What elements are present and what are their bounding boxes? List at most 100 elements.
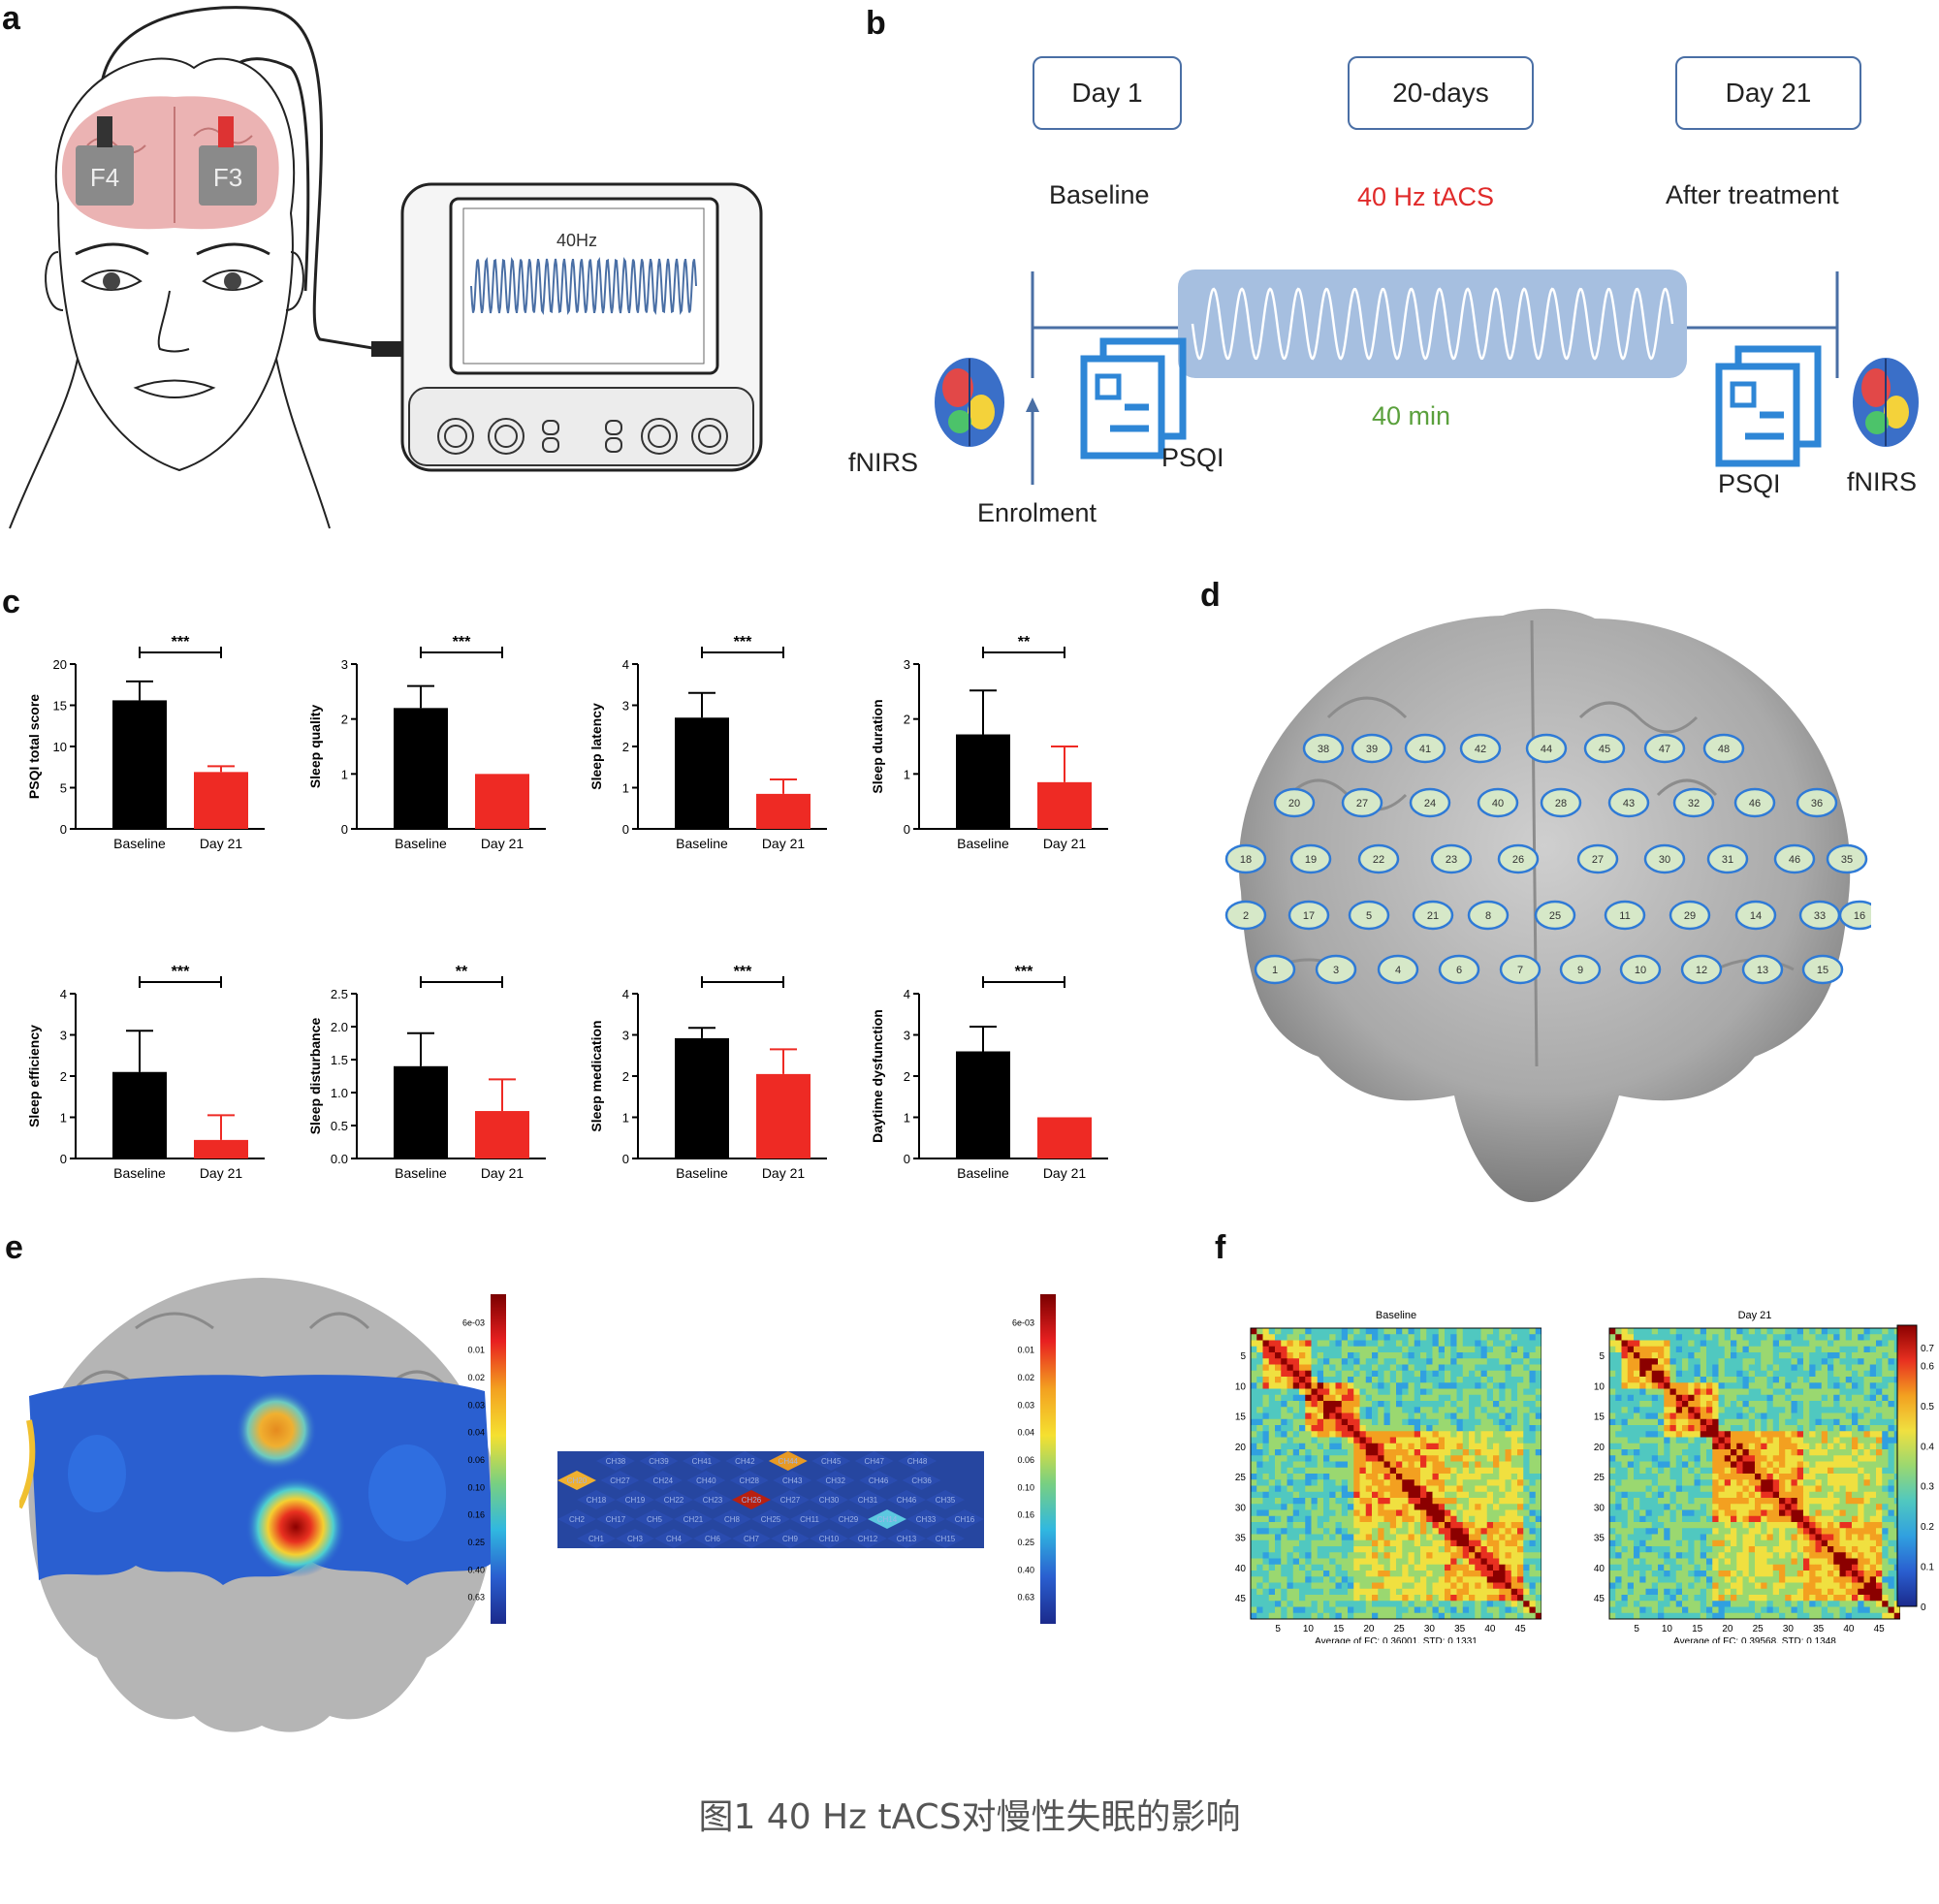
matrix-cell xyxy=(1341,1449,1349,1456)
matrix-cell xyxy=(1493,1601,1500,1607)
matrix-cell xyxy=(1645,1377,1653,1383)
matrix-cell xyxy=(1396,1606,1403,1614)
matrix-cell xyxy=(1359,1576,1367,1583)
matrix-cell xyxy=(1251,1515,1257,1523)
matrix-cell xyxy=(1761,1564,1767,1571)
channel-label: 19 xyxy=(1305,854,1317,866)
matrix-cell xyxy=(1523,1461,1530,1469)
matrix-cell xyxy=(1669,1595,1677,1602)
channel-marker xyxy=(1348,900,1390,931)
matrix-cell xyxy=(1268,1601,1276,1607)
matrix-cell xyxy=(1863,1539,1871,1547)
matrix-cell xyxy=(1292,1388,1300,1396)
matrix-cell xyxy=(1688,1552,1695,1559)
matrix-cell xyxy=(1639,1515,1646,1523)
matrix-cell xyxy=(1882,1522,1889,1529)
matrix-cell xyxy=(1761,1401,1767,1408)
matrix-cell xyxy=(1517,1334,1524,1341)
matrix-cell xyxy=(1766,1539,1774,1547)
matrix-cell xyxy=(1796,1515,1804,1523)
matrix-cell xyxy=(1742,1437,1750,1444)
matrix-cell xyxy=(1323,1455,1330,1462)
matrix-cell xyxy=(1438,1491,1446,1499)
matrix-cell xyxy=(1839,1491,1847,1499)
matrix-cell xyxy=(1305,1509,1312,1517)
matrix-cell xyxy=(1682,1352,1689,1359)
matrix-cell xyxy=(1700,1443,1707,1450)
matrix-cell xyxy=(1480,1485,1488,1493)
matrix-cell xyxy=(1700,1352,1707,1359)
matrix-cell xyxy=(1796,1528,1804,1535)
matrix-cell xyxy=(1353,1601,1360,1607)
matrix-cell xyxy=(1523,1412,1530,1420)
matrix-cell xyxy=(1615,1346,1622,1353)
matrix-cell xyxy=(1389,1474,1397,1480)
matrix-cell xyxy=(1323,1601,1330,1607)
matrix-cell xyxy=(1323,1571,1330,1577)
matrix-cell xyxy=(1396,1382,1403,1389)
matrix-cell xyxy=(1292,1522,1300,1529)
grid-cell-label: CH7 xyxy=(744,1535,760,1543)
matrix-cell xyxy=(1839,1388,1847,1396)
matrix-cell xyxy=(1414,1509,1421,1517)
matrix-cell xyxy=(1438,1407,1446,1413)
grid-cell-label: CH5 xyxy=(647,1515,663,1524)
matrix-cell xyxy=(1803,1528,1810,1535)
matrix-cell xyxy=(1426,1515,1433,1523)
matrix-cell xyxy=(1402,1479,1409,1486)
matrix-cell xyxy=(1262,1552,1270,1559)
matrix-cell xyxy=(1268,1407,1276,1413)
matrix-cell xyxy=(1335,1425,1343,1432)
matrix-cell xyxy=(1634,1515,1640,1523)
matrix-cell xyxy=(1486,1388,1494,1396)
matrix-cell xyxy=(1742,1425,1750,1432)
matrix-cell xyxy=(1329,1504,1336,1510)
matrix-cell xyxy=(1712,1479,1719,1486)
matrix-cell xyxy=(1645,1515,1653,1523)
matrix-cell xyxy=(1828,1412,1834,1420)
matrix-cell xyxy=(1299,1443,1306,1450)
matrix-cell xyxy=(1766,1346,1774,1353)
matrix-cell xyxy=(1426,1418,1433,1426)
matrix-cell xyxy=(1803,1479,1810,1486)
matrix-cell xyxy=(1761,1552,1767,1559)
matrix-cell xyxy=(1748,1601,1756,1607)
matrix-cell xyxy=(1712,1382,1719,1389)
matrix-cell xyxy=(1383,1612,1391,1620)
matrix-cell xyxy=(1858,1388,1864,1396)
matrix-cell xyxy=(1700,1576,1707,1583)
matrix-cell xyxy=(1523,1534,1530,1541)
matrix-cell xyxy=(1833,1485,1840,1493)
matrix-cell xyxy=(1748,1364,1756,1372)
matrix-cell xyxy=(1845,1377,1853,1383)
matrix-cell xyxy=(1688,1491,1695,1499)
matrix-cell xyxy=(1621,1558,1629,1566)
matrix-cell xyxy=(1505,1443,1512,1450)
matrix-cell xyxy=(1712,1346,1719,1353)
matrix-cell xyxy=(1529,1461,1537,1469)
matrix-cell xyxy=(1736,1528,1743,1535)
matrix-cell xyxy=(1828,1394,1834,1402)
matrix-cell xyxy=(1402,1539,1409,1547)
matrix-cell xyxy=(1796,1564,1804,1571)
matrix-cell xyxy=(1408,1546,1415,1553)
y-tick-label: 1.0 xyxy=(331,1086,348,1100)
matrix-cell xyxy=(1420,1485,1427,1493)
matrix-cell xyxy=(1281,1485,1287,1493)
matrix-cell xyxy=(1779,1334,1786,1341)
matrix-cell xyxy=(1389,1364,1397,1372)
matrix-cell xyxy=(1742,1394,1750,1402)
matrix-cell xyxy=(1292,1382,1300,1389)
matrix-cell xyxy=(1275,1382,1282,1389)
matrix-cell xyxy=(1486,1412,1494,1420)
matrix-cell xyxy=(1664,1358,1670,1365)
matrix-cell xyxy=(1251,1370,1257,1378)
matrix-cell xyxy=(1748,1346,1756,1353)
matrix-cell xyxy=(1523,1491,1530,1499)
matrix-cell xyxy=(1706,1358,1713,1365)
matrix-cell xyxy=(1796,1340,1804,1348)
matrix-cell xyxy=(1645,1504,1653,1510)
matrix-cell xyxy=(1335,1352,1343,1359)
matrix-cell xyxy=(1268,1364,1276,1372)
matrix-cell xyxy=(1517,1606,1524,1614)
